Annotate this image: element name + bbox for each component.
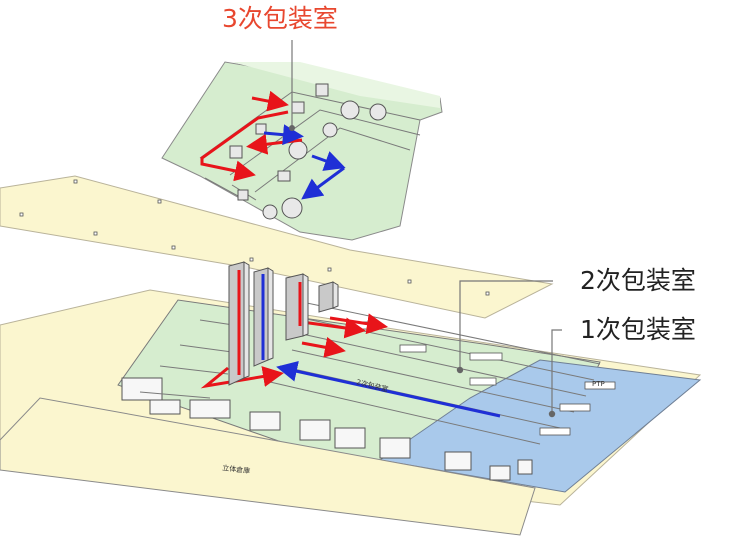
svg-text:PTP: PTP bbox=[592, 380, 605, 388]
lower-bottom-band bbox=[0, 397, 536, 536]
upper-blue-flow-3 bbox=[301, 166, 345, 200]
secondary-packaging-label: 2次包装室 bbox=[580, 266, 696, 295]
leader-dot-primary bbox=[548, 410, 556, 418]
lower-red-flow-1 bbox=[200, 366, 284, 389]
middle-floor-slab bbox=[0, 175, 554, 319]
primary-packaging-label: 1次包装室 bbox=[580, 315, 696, 344]
tertiary-packaging-label: 3次包装室 bbox=[222, 4, 338, 33]
vertical-shafts bbox=[228, 261, 339, 386]
upper-red-flow-1 bbox=[200, 110, 289, 182]
upper-blue-flow-1 bbox=[263, 124, 304, 146]
leader-dot-secondary bbox=[456, 366, 464, 374]
lower-red-flow-3 bbox=[301, 336, 346, 358]
leader-dot-tertiary bbox=[289, 125, 295, 131]
lower-blue-flow bbox=[276, 360, 501, 418]
lower-red-flow-2 bbox=[301, 317, 366, 339]
lower-red-flow-4 bbox=[329, 313, 388, 335]
leader-line-primary bbox=[551, 329, 562, 414]
slab-column-dots bbox=[19, 179, 490, 296]
leader-line-secondary bbox=[459, 280, 553, 370]
upper-blue-flow-2 bbox=[311, 151, 346, 171]
svg-text:立体倉庫: 立体倉庫 bbox=[222, 463, 251, 475]
upper-floor bbox=[161, 61, 443, 241]
upper-floor-light-strip bbox=[232, 62, 440, 108]
upper-red-flow-2 bbox=[251, 90, 289, 112]
